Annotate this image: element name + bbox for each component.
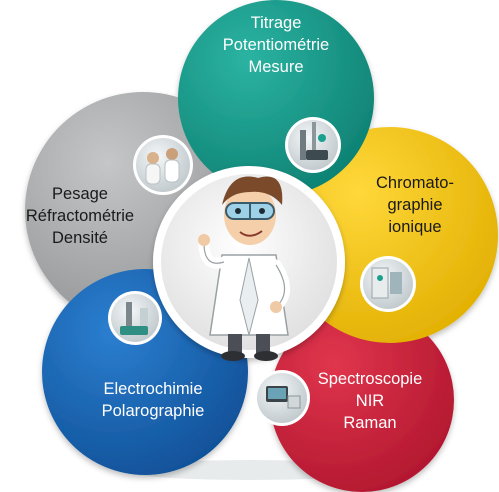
electrochemistry-instrument-icon [108, 291, 162, 345]
scientist-mascot-icon [198, 176, 290, 361]
label-spectro: Spectroscopie NIR Raman [300, 368, 440, 434]
label-chromato-line-2: graphie [387, 196, 443, 214]
label-titrage-line-3: Mesure [248, 58, 304, 76]
label-spectro-line-2: NIR [355, 392, 385, 410]
label-titrage-line-1: Titrage [250, 14, 302, 32]
label-pesage: Pesage Réfractométrie Densité [10, 183, 150, 249]
label-electro-line-1: Electrochimie [103, 380, 203, 398]
label-spectro-line-3: Raman [343, 414, 397, 432]
label-chromato-line-3: ionique [388, 218, 442, 236]
label-pesage-line-3: Densité [52, 229, 108, 247]
label-electro: Electrochimie Polarographie [78, 378, 228, 422]
titrator-instrument-icon [285, 117, 341, 173]
label-pesage-line-2: Réfractométrie [25, 207, 135, 225]
label-spectro-line-1: Spectroscopie [317, 370, 423, 388]
petal-spectro [270, 308, 454, 492]
chromatograph-instrument-icon [360, 256, 416, 312]
lab-scientists-photo-icon [133, 135, 193, 195]
label-titrage-line-2: Potentiométrie [222, 36, 330, 54]
label-chromato: Chromato- graphie ionique [355, 172, 475, 238]
label-chromato-line-1: Chromato- [376, 174, 454, 192]
label-pesage-line-1: Pesage [52, 185, 108, 203]
label-titrage: Titrage Potentiométrie Mesure [181, 12, 371, 78]
spectrometer-instrument-icon [254, 370, 310, 426]
label-electro-line-2: Polarographie [101, 402, 205, 420]
